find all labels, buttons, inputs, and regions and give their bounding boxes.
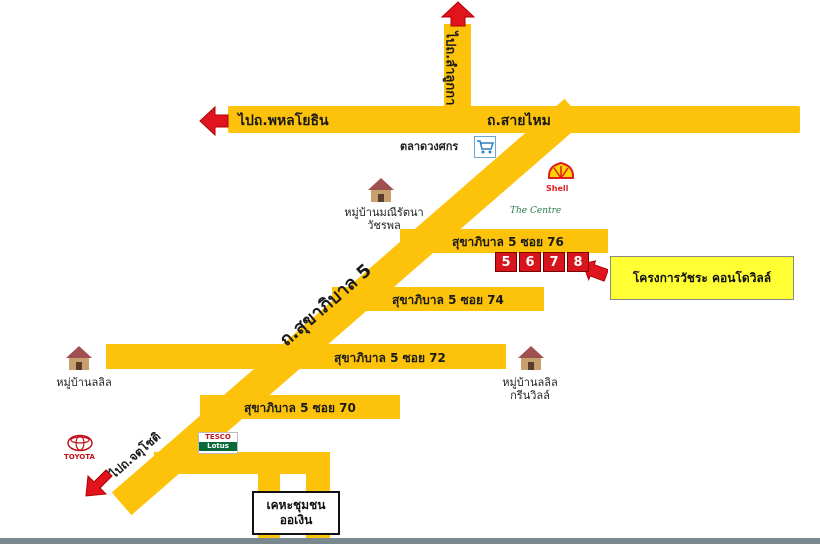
village-maneerat-line2: วัชรพล — [367, 219, 401, 232]
tesco-lotus-logo: TESCO Lotus — [198, 432, 238, 454]
community-line1: เคหะชุมชน — [266, 498, 326, 512]
house-icon-lalil-green — [518, 346, 544, 370]
building-number: 8 — [567, 252, 589, 272]
label-soi-72: สุขาภิบาล 5 ซอย 72 — [334, 351, 446, 365]
label-market: ตลาดวงศกร — [400, 140, 459, 153]
lotus-text: Lotus — [199, 442, 237, 451]
arrow-west-icon — [199, 106, 229, 136]
building-number: 6 — [519, 252, 541, 272]
village-lalil-green-line1: หมู่บ้านลลิล — [502, 376, 558, 389]
arrow-southwest-icon — [85, 469, 113, 497]
label-village-lalil-green: หมู่บ้านลลิล กรีนวิลล์ — [490, 376, 570, 402]
toyota-logo-text: TOYOTA — [64, 453, 95, 461]
bottom-edge-bar — [0, 538, 820, 544]
community-box: เคหะชุมชน ออเงิน — [252, 491, 340, 535]
road-soi-76 — [400, 229, 608, 253]
building-number: 7 — [543, 252, 565, 272]
road-lam-luk-ka-north — [444, 24, 471, 108]
house-icon-maneerat — [368, 178, 394, 202]
the-centre-logo: The Centre — [510, 206, 562, 216]
arrow-to-project-icon — [582, 260, 608, 282]
road-soi-74 — [332, 287, 544, 311]
shell-logo-icon — [547, 161, 575, 179]
road-soi-72-left — [106, 344, 506, 369]
label-sai-mai: ถ.สายไหม — [487, 113, 551, 129]
shopping-cart-icon — [474, 136, 496, 158]
road-phahon — [228, 106, 800, 133]
label-village-maneerat: หมู่บ้านมณีรัตนา วัชรพล — [336, 206, 432, 232]
road-soi-70 — [200, 395, 400, 419]
toyota-logo-icon — [67, 434, 93, 452]
village-maneerat-line1: หมู่บ้านมณีรัตนา — [344, 206, 424, 219]
label-soi-74: สุขาภิบาล 5 ซอย 74 — [392, 293, 504, 307]
arrow-north-icon — [440, 1, 476, 27]
road-bottom-horizontal — [154, 452, 330, 474]
project-building-numbers: 5 6 7 8 — [495, 252, 589, 272]
building-number: 5 — [495, 252, 517, 272]
shell-logo-text: Shell — [546, 184, 569, 193]
house-icon-lalil — [66, 346, 92, 370]
tesco-text: TESCO — [205, 433, 231, 441]
label-village-lalil: หมู่บ้านลลิล — [56, 376, 112, 389]
project-name-banner: โครงการวัชระ คอนโดวิลล์ — [610, 256, 794, 300]
label-soi-70: สุขาภิบาล 5 ซอย 70 — [244, 401, 356, 415]
label-to-phahon: ไปถ.พหลโยธิน — [238, 113, 329, 129]
label-to-lam-luk-ka: ไปถ.ลำลูกกา — [442, 31, 458, 106]
label-soi-76: สุขาภิบาล 5 ซอย 76 — [452, 235, 564, 249]
community-line2: ออเงิน — [279, 513, 313, 527]
village-lalil-green-line2: กรีนวิลล์ — [510, 389, 550, 402]
